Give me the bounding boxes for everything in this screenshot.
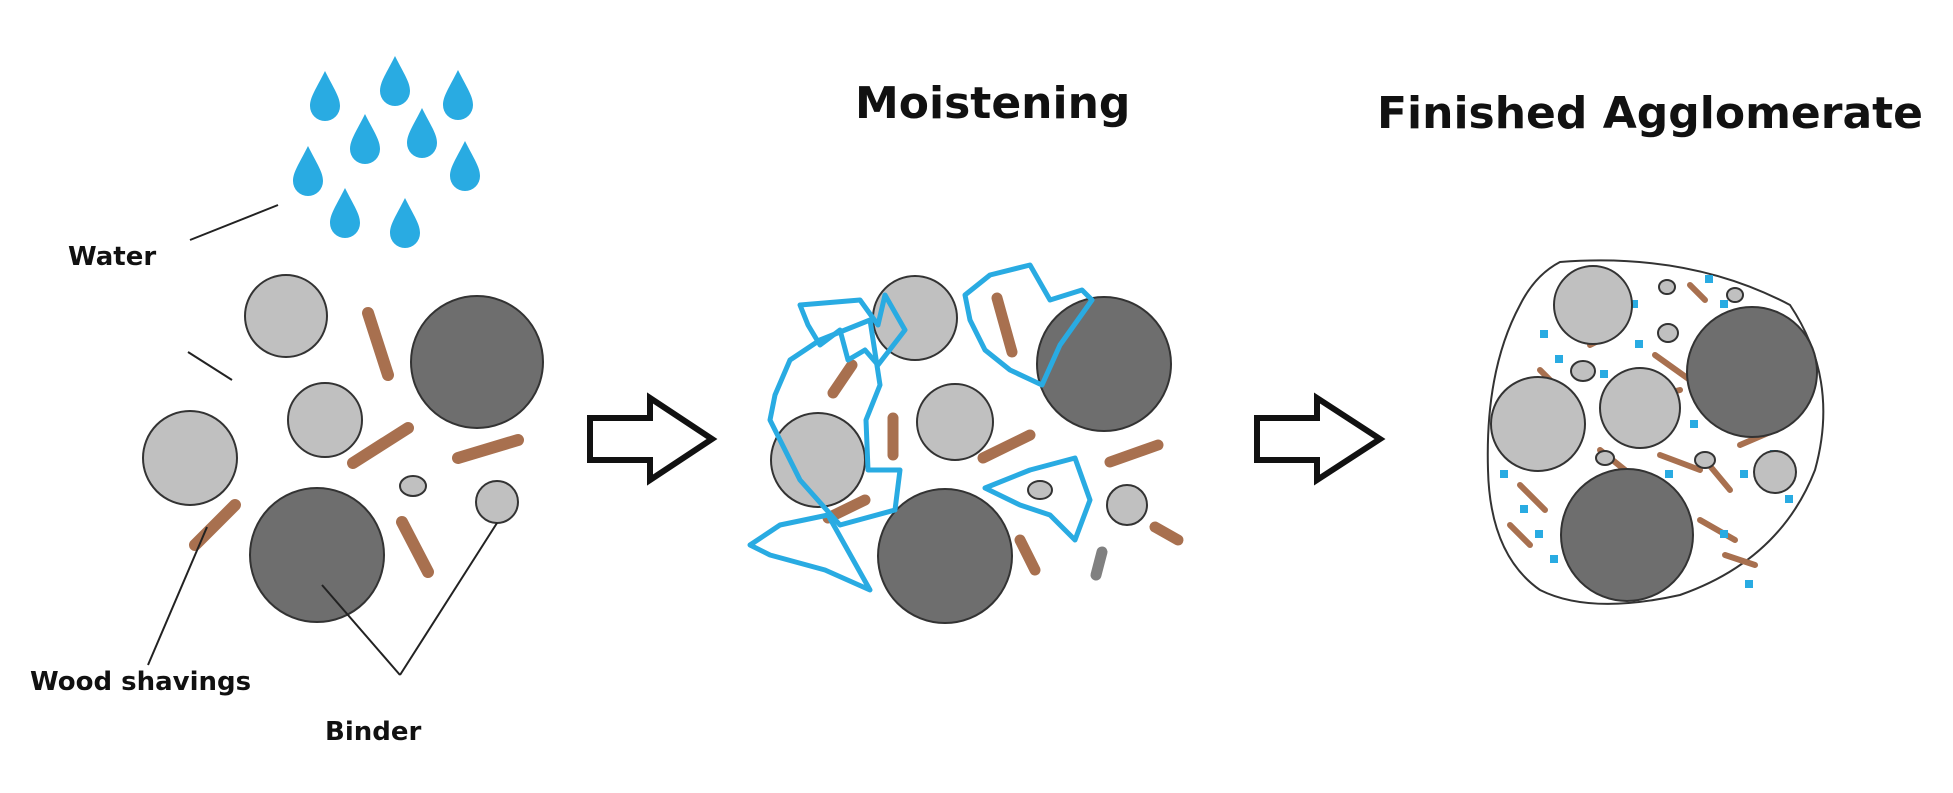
water-drop-icon	[443, 70, 473, 120]
binder-particle	[1657, 323, 1679, 343]
water-film	[767, 317, 903, 528]
binder-particle	[1595, 450, 1615, 466]
dark-particle	[1686, 306, 1818, 438]
water-dot	[1630, 300, 1638, 308]
dark-particle	[1560, 468, 1694, 602]
light-particle	[770, 412, 866, 508]
binder-particle	[1726, 287, 1744, 303]
wood-shaving	[827, 359, 858, 399]
wood-leader-line	[147, 526, 208, 666]
light-particle	[1599, 367, 1681, 449]
water-dot	[1720, 530, 1728, 538]
water-dot	[1535, 530, 1543, 538]
wood-shaving	[1697, 517, 1738, 543]
light-particle	[1490, 376, 1586, 472]
water-drop-icon	[450, 141, 480, 191]
wood-shaving	[991, 292, 1018, 358]
light-particle	[872, 275, 958, 361]
agglomerate-particles	[1490, 265, 1818, 602]
stage-moistening: Moistening	[747, 78, 1184, 624]
stage-finished-agglomerate: Finished Agglomerate	[1377, 88, 1923, 605]
water-dot	[1500, 470, 1508, 478]
binder-particle	[475, 480, 519, 524]
water-dot	[1705, 275, 1713, 283]
dark-particle	[1036, 296, 1172, 432]
binder-particle	[1106, 484, 1148, 526]
wood-shaving	[977, 429, 1036, 464]
right-arrow-icon	[587, 392, 718, 486]
water-drops	[293, 56, 480, 248]
water-films	[747, 262, 1095, 593]
water-film	[747, 512, 873, 593]
water-dot	[1540, 330, 1548, 338]
wood-shaving	[1517, 482, 1548, 513]
binder-particle	[399, 475, 427, 497]
binder-label: Binder	[325, 717, 421, 747]
wood-shavings-label: Wood shavings	[30, 667, 251, 697]
light-particle	[142, 410, 238, 506]
binder-leader-line	[321, 584, 401, 676]
binder-leader-line	[399, 522, 498, 676]
water-dot	[1635, 340, 1643, 348]
binder-particle	[1658, 279, 1676, 295]
water-drop-icon	[390, 198, 420, 248]
binder-particle	[1090, 546, 1108, 581]
moistening-title: Moistening	[855, 78, 1130, 129]
light-particle	[1753, 450, 1797, 494]
wood-shaving	[1014, 534, 1041, 576]
binder-particle	[1694, 451, 1716, 469]
water-label: Water	[68, 242, 156, 272]
wood-shaving	[1149, 521, 1184, 546]
wood-shaving	[1657, 452, 1703, 473]
dark-particle	[877, 488, 1013, 624]
light-particle	[244, 274, 328, 358]
wood-shaving	[396, 516, 434, 578]
water-dot	[1745, 580, 1753, 588]
water-dot	[1785, 495, 1793, 503]
stray-line	[187, 351, 233, 381]
water-drop-icon	[380, 56, 410, 106]
water-dot	[1555, 355, 1563, 363]
light-particle	[1553, 265, 1633, 345]
light-particle	[916, 383, 994, 461]
right-arrow-icon	[1254, 392, 1386, 486]
water-dot	[1690, 420, 1698, 428]
moist-wood-shavings	[822, 292, 1184, 576]
water-dot	[1720, 300, 1728, 308]
water-leader-line	[189, 204, 279, 241]
binder-particle	[1027, 480, 1053, 500]
wood-shaving	[362, 307, 394, 381]
wood-shaving	[1104, 439, 1164, 468]
water-drop-icon	[350, 114, 380, 164]
water-drop-icon	[293, 146, 323, 196]
wood-shaving	[1722, 552, 1758, 568]
label-leader-lines	[147, 522, 498, 676]
water-drop-icon	[330, 188, 360, 238]
water-film	[982, 455, 1093, 543]
water-drop-icon	[407, 108, 437, 158]
water-film	[962, 262, 1095, 388]
water-drop-icon	[310, 71, 340, 121]
wood-shaving	[452, 434, 524, 464]
wood-shaving	[1687, 282, 1708, 303]
water-dot	[1520, 505, 1528, 513]
stage-raw-materials: Water Wood shavings Binder	[30, 56, 544, 747]
water-dot	[1600, 370, 1608, 378]
dark-particle	[410, 295, 544, 429]
binder-particle	[1570, 360, 1596, 382]
raw-particles	[142, 274, 544, 623]
wood-shaving	[347, 422, 414, 469]
dark-particle	[249, 487, 385, 623]
water-dot	[1740, 470, 1748, 478]
wood-shaving	[1652, 352, 1693, 383]
water-dot	[1665, 470, 1673, 478]
light-particle	[287, 382, 363, 458]
water-dot	[1550, 555, 1558, 563]
wood-shaving	[1507, 522, 1533, 548]
finished-agglomerate-title: Finished Agglomerate	[1377, 88, 1923, 139]
